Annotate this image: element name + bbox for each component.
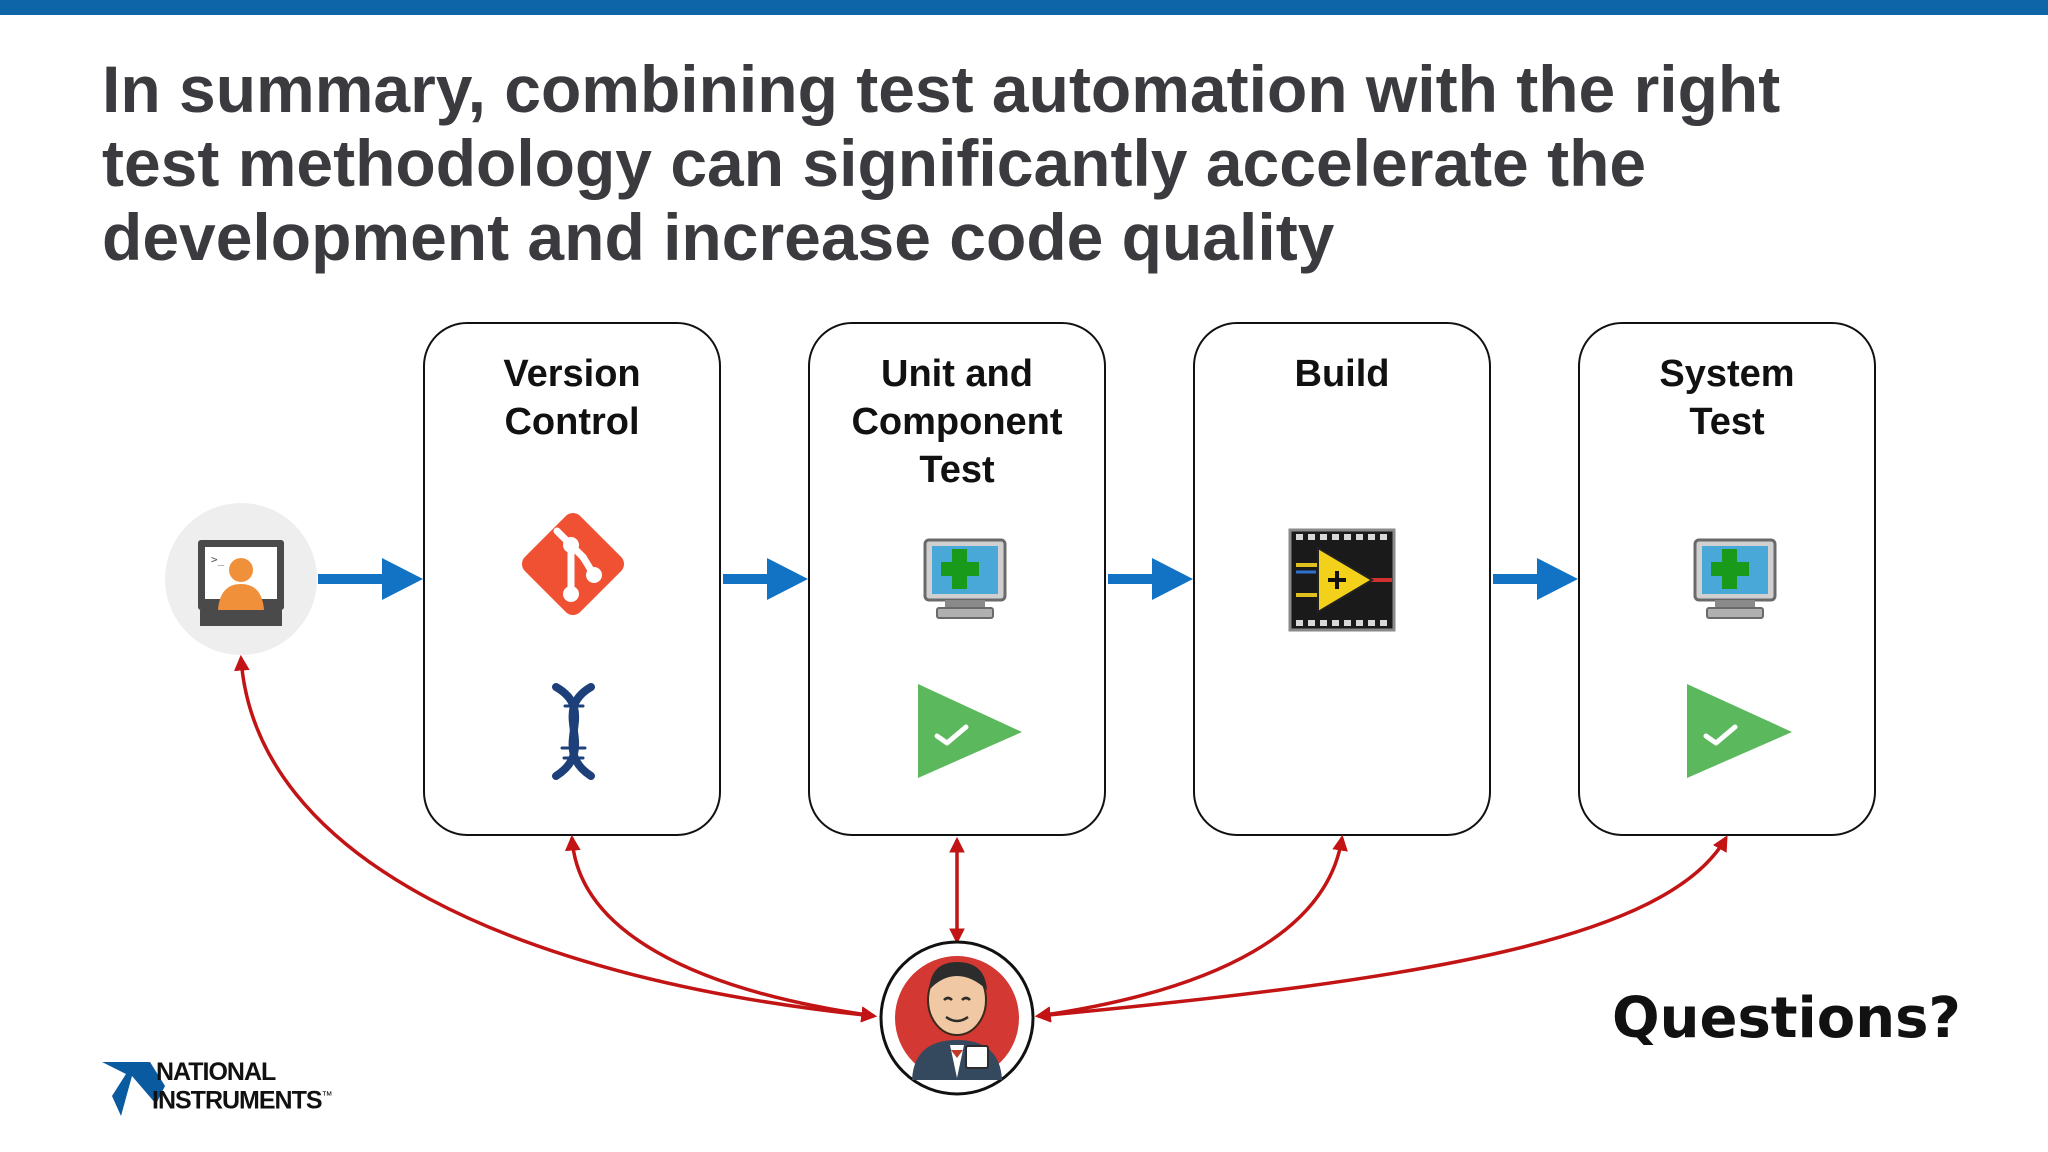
stage-label-line: Build [1294,353,1390,395]
stage-label-line: Unit and [881,353,1033,395]
jenkins-butler-icon [879,940,1035,1096]
flow-arrow [723,558,808,600]
flow-arrow [318,558,423,600]
dna-helix-icon [552,683,595,780]
stage-label: Unit and Component Test [810,350,1104,494]
national-instruments-logo-mark [102,1062,165,1116]
title-line: test methodology can significantly accel… [102,126,1647,200]
test-run-play-icon [1687,684,1792,778]
feedback-arrow-developer [234,654,878,1023]
test-monitor-icon [1693,538,1777,619]
developer-workstation-icon: >_ [165,503,317,655]
test-monitor-icon [923,538,1007,619]
labview-build-icon [1288,528,1396,632]
title-line: development and increase code quality [102,200,1335,274]
slide-title: In summary, combining test automation wi… [102,52,1922,274]
stage-label: System Test [1580,350,1874,446]
stage-label-line: Component [851,401,1063,443]
stage-label: Version Control [425,350,719,446]
stage-label-line: Version [503,353,641,395]
logo-trademark: ™ [321,1090,333,1102]
stage-build: Build [1193,322,1491,836]
national-instruments-logo: NATIONAL INSTRUMENTS™ [100,1056,350,1122]
stage-label-line: Test [919,449,995,491]
feedback-arrow-version-control [564,834,878,1023]
logo-text-line: NATIONAL [156,1058,276,1086]
test-run-play-icon [918,684,1022,778]
stage-label-line: Control [504,401,640,443]
top-accent-bar [0,0,2048,15]
questions-text: Questions? [1612,986,1961,1051]
title-line: In summary, combining test automation wi… [102,52,1781,126]
stage-label: Build [1195,350,1489,398]
logo-text-instruments: INSTRUMENTS [152,1086,323,1115]
stage-label-line: System [1659,353,1795,395]
flow-arrow [1108,558,1193,600]
svg-text:>_: >_ [211,553,225,566]
logo-text-line: INSTRUMENTS™ [152,1084,333,1115]
stage-label-line: Test [1689,401,1765,443]
flow-arrow [1493,558,1578,600]
feedback-arrow-system-test [1034,835,1728,1023]
feedback-arrows [234,654,1728,1023]
git-icon [521,512,625,616]
